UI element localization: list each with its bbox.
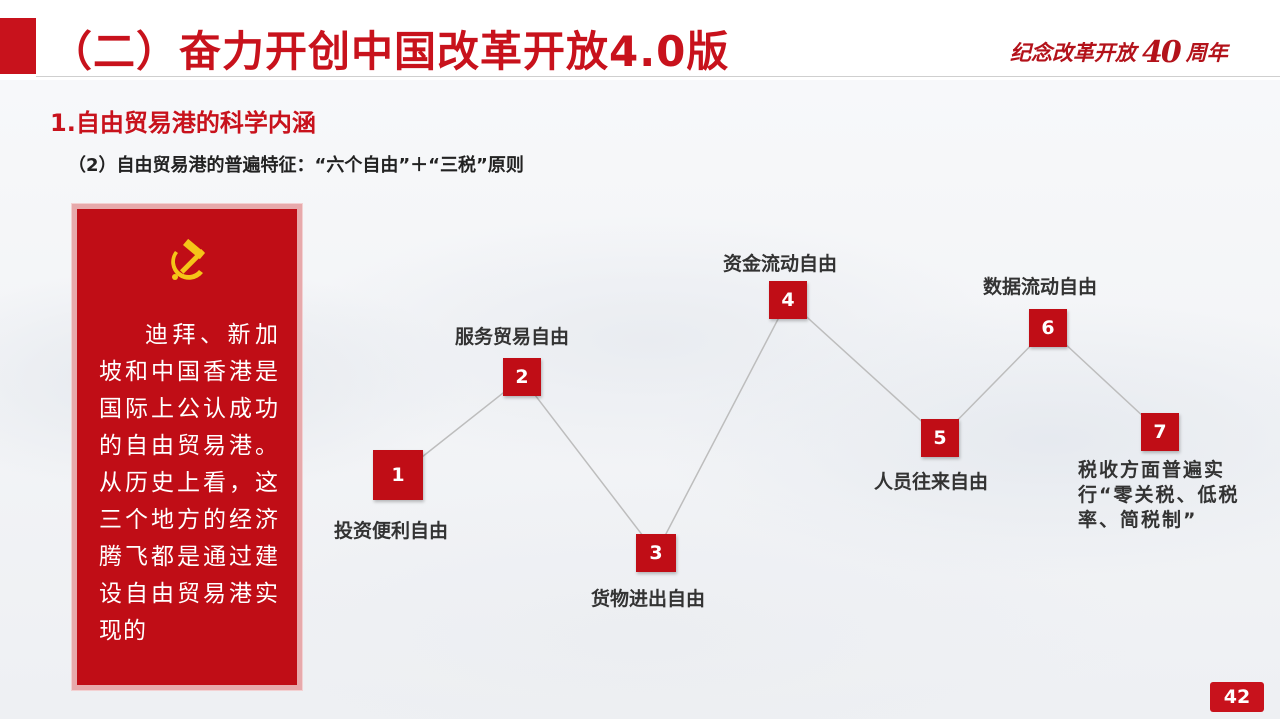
- side-panel: 迪拜、新加坡和中国香港是国际上公认成功的自由贸易港。从历史上看，这三个地方的经济…: [72, 204, 302, 690]
- logo-prefix: 纪念改革开放: [1010, 40, 1136, 65]
- page-number: 42: [1210, 682, 1264, 712]
- timeline-label-2: 服务贸易自由: [455, 326, 570, 348]
- title-divider: [36, 76, 1280, 77]
- timeline-node-5: 5: [921, 419, 959, 457]
- section-subheading: （2）自由贸易港的普遍特征：“六个自由”＋“三税”原则: [68, 155, 524, 176]
- timeline-label-5: 人员往来自由: [874, 471, 989, 493]
- anniversary-logo: 纪念改革开放 40 周年: [1010, 32, 1250, 72]
- timeline-label-4: 资金流动自由: [723, 253, 838, 275]
- timeline-node-7: 7: [1141, 413, 1179, 451]
- timeline-label-3: 货物进出自由: [591, 588, 706, 610]
- side-panel-text: 迪拜、新加坡和中国香港是国际上公认成功的自由贸易港。从历史上看，这三个地方的经济…: [99, 322, 279, 644]
- title-accent-bar: [0, 18, 36, 74]
- timeline-node-3: 3: [636, 534, 676, 572]
- timeline-node-6: 6: [1029, 309, 1067, 347]
- timeline-label-1: 投资便利自由: [334, 520, 449, 542]
- hammer-sickle-icon: [171, 238, 205, 280]
- section-heading: 1.自由贸易港的科学内涵: [50, 109, 316, 137]
- timeline-node-1: 1: [373, 450, 423, 500]
- timeline-node-4: 4: [769, 281, 807, 319]
- timeline-node-2: 2: [503, 358, 541, 396]
- logo-number: 40: [1142, 34, 1182, 70]
- timeline-label-6: 数据流动自由: [983, 276, 1098, 298]
- logo-suffix: 周年: [1185, 40, 1228, 65]
- slide-title: （二）奋力开创中国改革开放4.0版: [50, 27, 730, 76]
- timeline-label-7: 税收方面普遍实行“零关税、低税率、简税制”: [1078, 459, 1240, 531]
